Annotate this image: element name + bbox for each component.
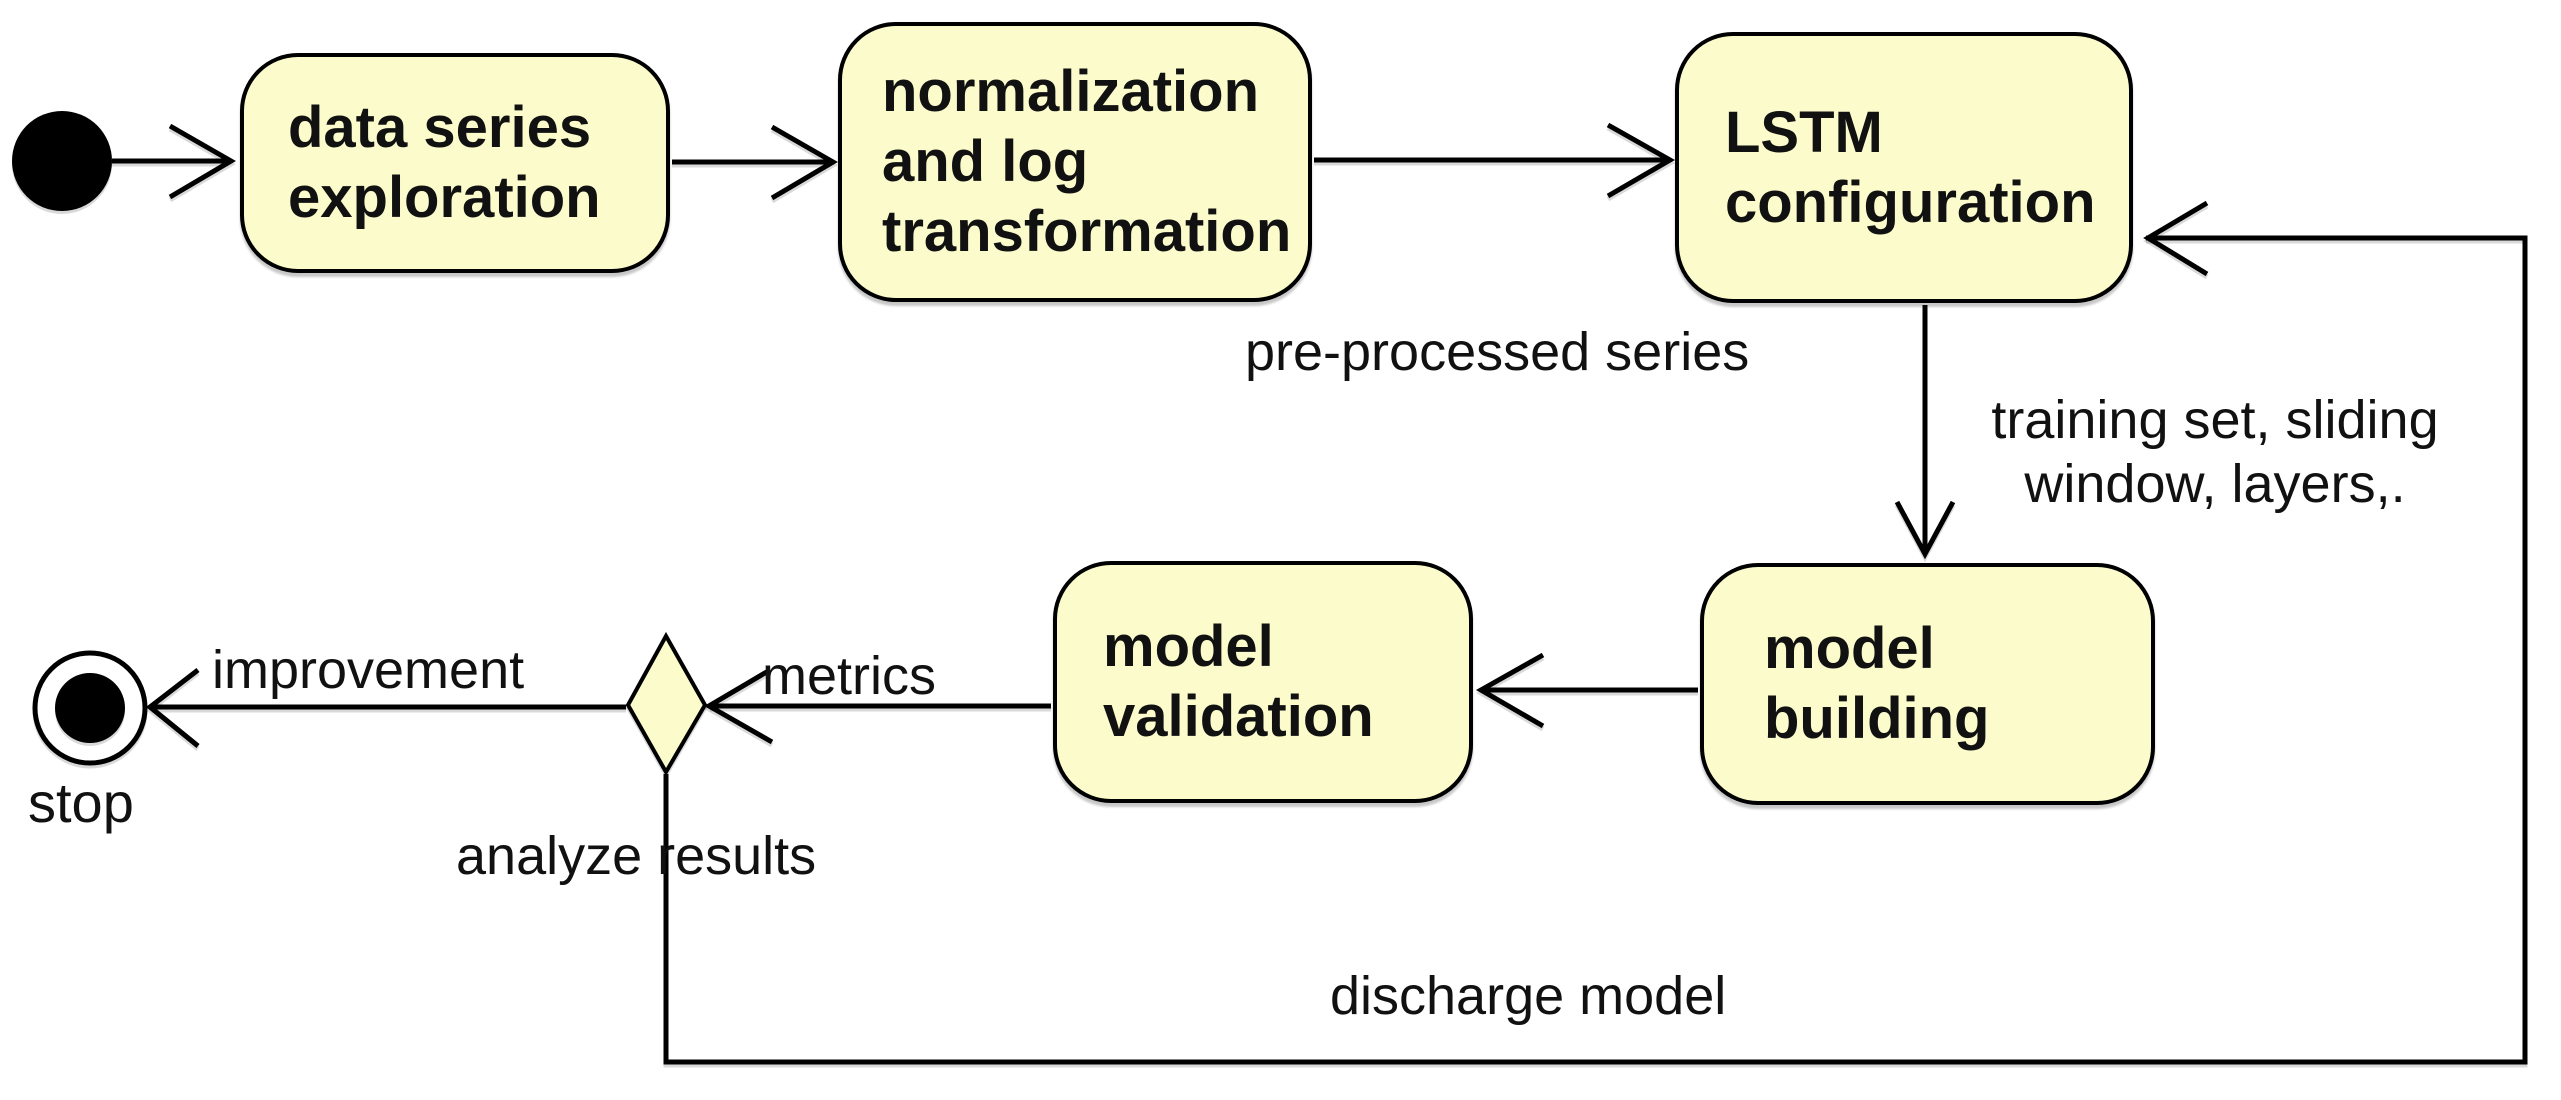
activity-normalization-log-transformation: normalization and log transformation <box>838 22 1312 302</box>
start-node <box>12 111 112 211</box>
arrowhead-into-lstm <box>1606 122 1676 199</box>
activity-model-building: model building <box>1700 563 2155 805</box>
edge-decision-to-lstm-loop <box>663 235 2528 1065</box>
edge-label-improvement: improvement <box>212 640 525 700</box>
activity-lstm-configuration: LSTM configuration <box>1675 32 2133 303</box>
activity-label: model building <box>1764 616 1990 751</box>
activity-data-series-exploration: data series exploration <box>240 53 670 273</box>
arrowhead-into-building <box>1894 500 1956 560</box>
activity-label: normalization and log transformation <box>882 59 1292 264</box>
stop-node-inner <box>55 673 125 743</box>
arrowhead-into-decision <box>704 667 774 745</box>
arrowhead-into-normalization <box>770 124 838 201</box>
activity-label: data series exploration <box>288 95 601 230</box>
edge-label-pre-processed-series: pre-processed series <box>1245 322 1750 382</box>
arrowhead-into-stop <box>145 668 200 748</box>
edge-label-training-set: training set, sliding window, layers,. <box>1991 390 2439 514</box>
activity-label: LSTM configuration <box>1725 99 2096 235</box>
arrowhead-loop-into-lstm <box>2143 200 2209 277</box>
edge-label-analyze-results: analyze results <box>456 826 817 886</box>
activity-label: model validation <box>1103 614 1374 749</box>
edge-label-metrics: metrics <box>762 646 936 706</box>
arrowhead-into-exploration <box>168 123 236 200</box>
arrowhead-into-validation <box>1475 652 1545 729</box>
decision-diamond <box>625 631 708 777</box>
activity-model-validation: model validation <box>1053 561 1473 803</box>
edge-label-discharge-model: discharge model <box>1330 966 1727 1026</box>
stop-node-label: stop <box>28 771 134 834</box>
